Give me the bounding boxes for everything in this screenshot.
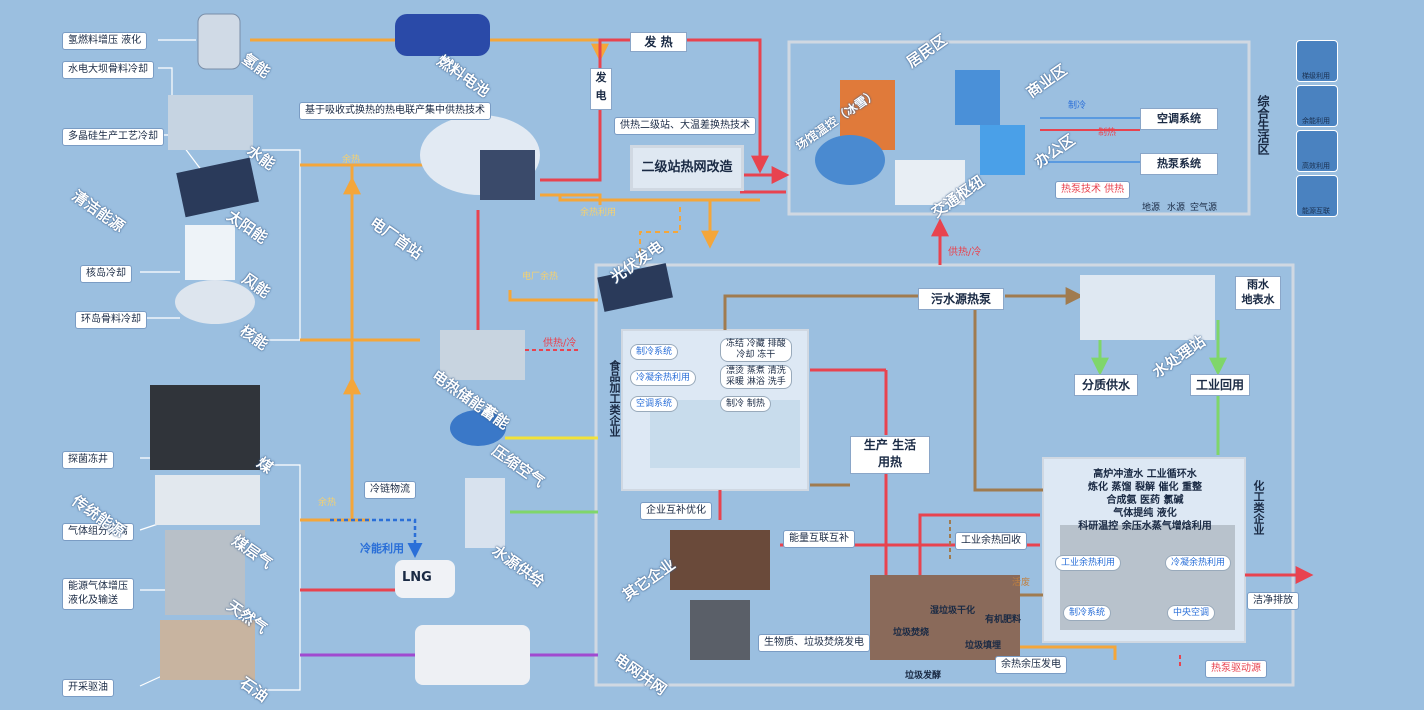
reuse-box: 工业回用 [1190,374,1250,396]
fadian-box: 发 电 [590,68,612,110]
life-supply-label: 供热/冷 [948,247,982,258]
recycle-text: 余能利用 [1302,117,1330,125]
waste-heat-top: 余热 [342,155,361,165]
organic-fert-label: 有机肥料 [985,615,1022,625]
energy-mutual-label: 能量互联互补 [783,530,855,548]
red-dashed [525,349,1181,668]
src-air: 空气源 [1190,203,1218,213]
ferment-label: 垃圾发酵 [905,671,942,681]
food-ac-items: 制冷 制热 [720,396,771,412]
cascade-icon [1296,40,1338,82]
heating-label: 制热 [1098,128,1117,138]
recycle-icon [1296,85,1338,127]
fare-box: 发 热 [630,32,687,52]
label-hydro-dam: 水电大坝骨料冷却 [62,61,154,79]
sewage-hp-box: 污水源热泵 [918,288,1004,310]
src-water: 水源 [1167,203,1186,213]
life-zone-title: 综合生活区 [1256,95,1270,155]
facility-shapes [150,13,1235,685]
interconnect-text: 能源互联 [1302,207,1330,215]
label-h2-cooling: 氢燃料增压 液化 [62,32,148,50]
efficiency-text: 高效利用 [1302,162,1330,170]
food-condense-heat: 冷凝余热利用 [630,370,697,386]
brown-flows [723,287,1084,597]
food-cooling-sys: 制冷系统 [630,344,679,360]
waste-heat-power-label: 余热余压发电 [995,656,1067,674]
food-cooling-items: 冻结 冷藏 排酸 冷却 冻干 [720,338,792,362]
label-energy-gas: 能源气体增压 液化及输送 [62,578,134,610]
brown-dashed [810,484,951,560]
ind-heat-recovery-label: 工业余热回收 [955,532,1027,550]
chem-title: 化工类企业 [1252,480,1265,535]
wet-waste-label: 湿垃圾干化 [930,606,976,616]
landfill-label: 垃圾填埋 [965,641,1002,651]
biomass-label: 生物质、垃圾焚烧发电 [758,634,870,652]
food-ac-sys: 空调系统 [630,396,679,412]
split-supply-box: 分质供水 [1074,374,1138,396]
label-poly-si: 多晶硅生产工艺冷却 [62,128,164,146]
efficiency-icon [1296,130,1338,172]
blue-life-lines [1040,117,1140,163]
chp-tech-label: 基于吸收式换热的热电联产集中供热技术 [299,102,491,120]
heat-system-box: 热泵系统 [1140,153,1218,175]
life-zone-frame [787,40,1251,216]
label-gas-sep: 气体组分分离 [62,523,134,541]
waste-heat-2: 电厂余热 [522,272,559,282]
chem-cond-waste-heat: 冷凝余热利用 [1165,555,1232,571]
label-tanjing: 探菌冻井 [62,451,114,469]
cold-use-label: 冷能利用 [360,542,404,555]
heat-supply-label: 供热/冷 [543,338,577,349]
hp-tech-label: 热泵技术 供热 [1055,181,1131,199]
blue-dashed-flow [330,518,423,558]
label-oil: 开采驱油 [62,679,114,697]
waste-label: 活废 [1012,578,1031,588]
ac-system-box: 空调系统 [1140,108,1218,130]
lng-label: LNG [402,570,432,585]
clean-discharge-label: 洁净排放 [1247,592,1299,610]
cold-chain-label: 冷链物流 [364,481,416,499]
chem-items: 高炉冲渣水 工业循环水 炼化 蒸馏 裂解 催化 重整 合成氨 医药 氯碱 气体提… [1078,469,1212,532]
chem-central-ac: 中央空调 [1167,605,1216,621]
waste-heat-small: 余热利用 [580,208,617,218]
industry-frame [594,263,1295,687]
prod-life-box: 生产 生活 用热 [850,436,930,474]
station-tech-label: 供热二级站、大温差换热技术 [614,117,756,135]
ent-opt-label: 企业互补优化 [640,502,712,520]
cooling-label: 制冷 [1068,101,1087,111]
hp-drive-label: 热泵驱动源 [1205,660,1267,678]
food-title: 食品加工类企业 [608,360,621,437]
chem-ind-waste-heat: 工业余热利用 [1055,555,1122,571]
rain-box: 雨水 地表水 [1235,276,1281,310]
src-ground: 地源 [1142,203,1161,213]
interconnect-icon [1296,175,1338,217]
food-condense-items: 漂烫 蒸煮 清洗 采暖 淋浴 洗手 [720,365,792,389]
label-island-cool: 核岛冷却 [80,265,132,283]
cascade-text: 梯级利用 [1302,72,1330,80]
label-ring-island: 环岛骨料冷却 [75,311,147,329]
station-box: 二级站热网改造 [630,145,744,191]
chem-cooling: 制冷系统 [1063,605,1112,621]
trash-burn-label: 垃圾焚烧 [893,628,930,638]
waste-heat-3: 余热 [318,498,337,508]
